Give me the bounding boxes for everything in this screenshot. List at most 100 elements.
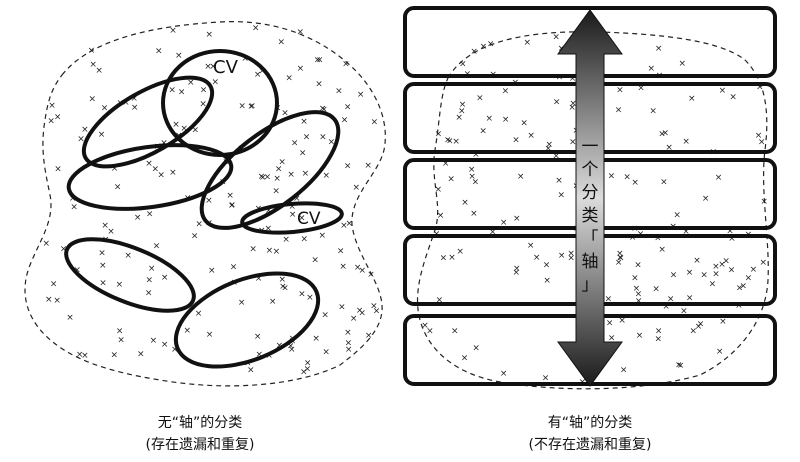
x-mark: × [567, 254, 575, 264]
x-mark: × [545, 144, 553, 154]
x-mark: × [73, 266, 81, 276]
x-mark: × [256, 350, 264, 360]
x-mark: × [300, 367, 308, 377]
x-mark: × [45, 295, 53, 305]
x-mark: × [265, 224, 273, 234]
x-mark: × [686, 294, 694, 304]
x-mark: × [558, 190, 566, 200]
x-mark: × [228, 200, 236, 210]
x-mark: × [479, 127, 487, 137]
x-mark: × [456, 247, 464, 257]
x-mark: × [620, 366, 628, 376]
x-mark: × [338, 303, 346, 313]
x-mark: × [618, 316, 626, 326]
x-mark: × [350, 314, 358, 324]
x-mark: × [527, 241, 535, 251]
x-mark: × [702, 194, 710, 204]
x-mark: × [750, 265, 758, 275]
x-mark: × [199, 100, 207, 110]
axis-label-char: 一 [582, 137, 599, 157]
x-mark: × [606, 319, 614, 329]
x-mark: × [340, 221, 348, 231]
x-mark: × [273, 247, 281, 257]
x-mark: × [161, 340, 169, 350]
x-mark: × [555, 176, 563, 186]
x-mark: × [302, 169, 310, 179]
x-mark: × [365, 331, 373, 341]
x-mark: × [675, 361, 683, 371]
x-mark: × [293, 194, 301, 204]
x-mark: × [171, 345, 179, 355]
axis-label-char: 分 [582, 183, 599, 203]
x-mark: × [279, 282, 287, 292]
x-mark: × [682, 137, 690, 147]
x-mark: × [314, 56, 322, 66]
x-mark: × [248, 101, 256, 111]
x-mark: × [648, 64, 656, 74]
x-mark: × [66, 313, 74, 323]
x-mark: × [629, 233, 637, 243]
axis-label-char: 轴 [582, 252, 599, 272]
x-mark: × [259, 67, 267, 77]
x-mark: × [688, 94, 696, 104]
axis-label-char: 个 [582, 160, 599, 180]
x-mark: × [470, 209, 478, 219]
x-mark: × [226, 191, 234, 201]
x-mark: × [254, 332, 262, 342]
x-mark: × [54, 112, 62, 122]
x-mark: × [69, 194, 77, 204]
x-mark: × [287, 170, 295, 180]
x-mark: × [315, 80, 323, 90]
x-mark: × [98, 248, 106, 258]
x-mark: × [635, 296, 643, 306]
x-mark: × [655, 334, 663, 344]
x-mark: × [472, 150, 480, 160]
x-mark: × [373, 306, 381, 316]
x-mark: × [436, 296, 444, 306]
x-mark: × [187, 78, 195, 88]
x-mark: × [191, 231, 199, 241]
x-mark: × [448, 253, 456, 263]
x-mark: × [712, 269, 720, 279]
x-mark: × [745, 273, 753, 283]
right-panel: ××××××××××××××××××××××××××××××××××××××××… [403, 6, 777, 390]
x-mark: × [321, 311, 329, 321]
category-ellipse [173, 271, 321, 369]
category-ellipse [199, 110, 341, 230]
x-mark: × [341, 115, 349, 125]
x-mark: × [276, 341, 284, 351]
x-mark: × [212, 78, 220, 88]
x-mark: × [272, 186, 280, 196]
x-mark: × [137, 350, 145, 360]
x-mark: × [178, 88, 186, 98]
x-mark: × [658, 245, 666, 255]
x-mark: × [319, 104, 327, 114]
x-mark: × [480, 42, 488, 52]
x-mark: × [146, 275, 154, 285]
x-mark: × [513, 264, 521, 274]
x-mark: × [311, 256, 319, 266]
axis-label-char: 」 [582, 275, 599, 295]
x-mark: × [155, 47, 163, 57]
x-mark: × [605, 295, 613, 305]
x-mark: × [335, 87, 343, 97]
x-mark: × [690, 326, 698, 336]
x-mark: × [558, 251, 566, 261]
x-mark: × [278, 37, 286, 47]
x-mark: × [356, 306, 364, 316]
x-mark: × [116, 280, 124, 290]
x-mark: × [437, 211, 445, 221]
x-mark: × [652, 285, 660, 295]
x-mark: × [760, 258, 768, 268]
x-mark: × [99, 261, 107, 271]
x-mark: × [111, 351, 119, 361]
x-mark: × [184, 326, 192, 336]
x-mark: × [319, 231, 327, 241]
x-mark: × [487, 40, 495, 50]
x-mark: × [130, 94, 138, 104]
axis-label: 一 个 分 类 「 轴 」 [582, 137, 599, 295]
x-mark: × [316, 56, 324, 66]
x-mark: × [265, 206, 273, 216]
x-mark: × [353, 183, 361, 193]
